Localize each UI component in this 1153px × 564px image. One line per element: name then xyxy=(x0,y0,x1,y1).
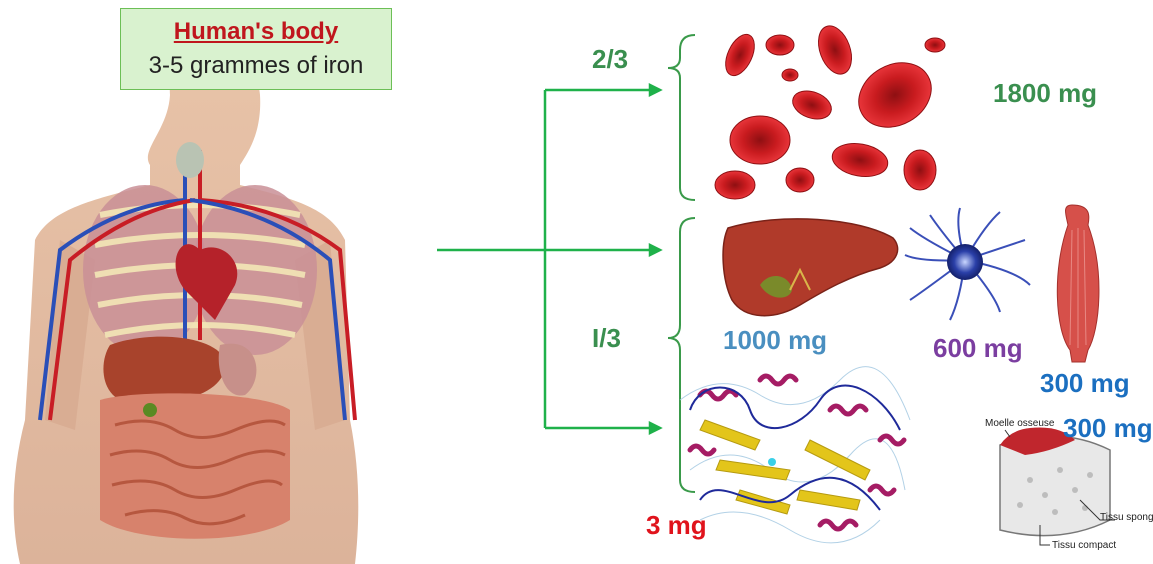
bone-label-spongy: Tissu spongieux xyxy=(1100,512,1153,523)
bone-label-marrow: Moelle osseuse xyxy=(985,418,1054,429)
title-box: Human's body 3-5 grammes of iron xyxy=(120,8,392,90)
muscle-illustration xyxy=(1057,205,1099,362)
human-body-illustration xyxy=(14,52,359,564)
muscle-amount-label: 300 mg xyxy=(1040,368,1130,399)
bone-marrow-illustration xyxy=(1000,428,1115,546)
protein-structure-illustration xyxy=(680,367,910,543)
fraction-braces xyxy=(668,35,695,492)
distribution-arrows xyxy=(437,85,660,433)
liver-amount-label: 1000 mg xyxy=(723,325,827,356)
rbc-amount-label: 1800 mg xyxy=(993,78,1097,109)
fraction-stores-label: I/3 xyxy=(592,323,621,354)
liver-illustration xyxy=(723,219,898,316)
bone-marrow-amount-label: 300 mg xyxy=(1063,413,1153,444)
enzymes-amount-label: 3 mg xyxy=(646,510,707,541)
macrophage-illustration xyxy=(905,208,1030,320)
title-text: Human's body xyxy=(121,18,391,46)
fraction-blood-label: 2/3 xyxy=(592,44,628,75)
bone-label-compact: Tissu compact xyxy=(1052,540,1116,551)
macrophage-amount-label: 600 mg xyxy=(933,333,1023,364)
red-blood-cells-illustration xyxy=(715,21,947,200)
subtitle-text: 3-5 grammes of iron xyxy=(121,52,391,80)
